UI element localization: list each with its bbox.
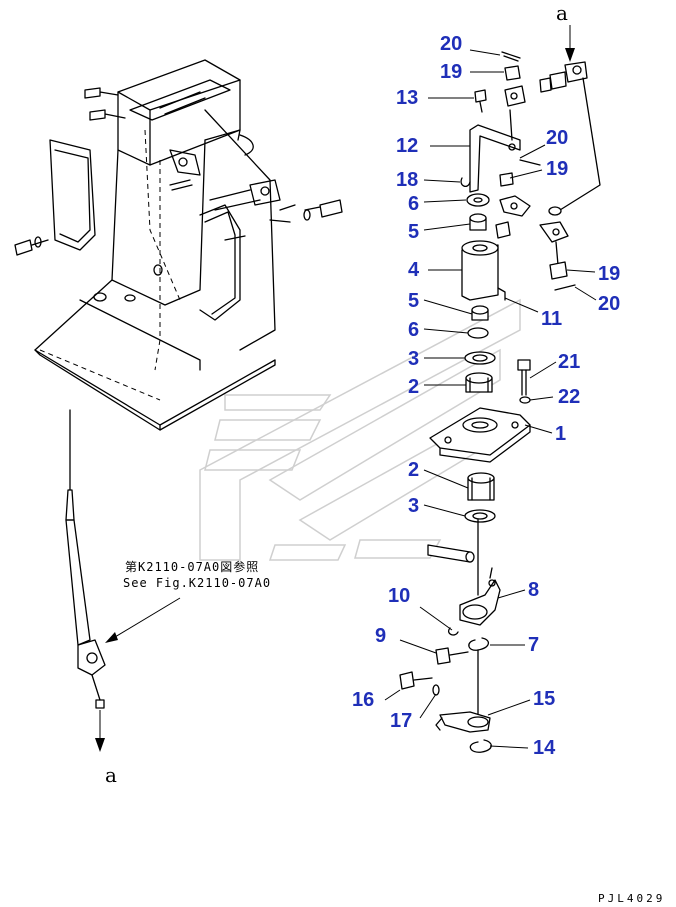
callout-2-upper: 2 [408, 376, 419, 398]
callout-8: 8 [528, 579, 539, 601]
callout-12: 12 [396, 135, 418, 157]
callout-11: 11 [541, 308, 562, 330]
callout-20-top: 20 [440, 33, 462, 55]
callout-1: 1 [555, 423, 566, 445]
callout-20-mid: 20 [546, 127, 568, 149]
callout-2-lower: 2 [408, 459, 419, 481]
callout-9: 9 [375, 625, 386, 647]
callout-4: 4 [408, 259, 420, 281]
callout-10: 10 [388, 585, 410, 607]
callout-3-upper: 3 [408, 348, 419, 370]
reference-note-jp: 第K2110-07A0図参照 [125, 559, 259, 574]
callout-19-right: 19 [598, 263, 620, 285]
callout-18: 18 [396, 169, 418, 191]
callout-5-upper: 5 [408, 221, 419, 243]
callout-labels: 20 19 13 12 20 19 18 6 5 4 19 20 5 11 6 … [352, 33, 620, 759]
callout-15: 15 [533, 688, 555, 710]
callout-19-top: 19 [440, 61, 462, 83]
exploded-parts: a [384, 1, 601, 753]
callout-14: 14 [533, 737, 556, 759]
callout-22: 22 [558, 386, 580, 408]
callout-6-lower: 6 [408, 319, 419, 341]
callout-6-upper: 6 [408, 193, 419, 215]
callout-16: 16 [352, 689, 374, 711]
console-stand [14, 59, 343, 709]
callout-17: 17 [390, 710, 412, 732]
callout-13: 13 [396, 87, 418, 109]
reference-note: 第K2110-07A0図参照 See Fig.K2110-07A0 [105, 559, 271, 643]
callout-5-lower: 5 [408, 290, 419, 312]
arrow-a-left: a [95, 710, 117, 787]
callout-7: 7 [528, 634, 539, 656]
arrow-label-left: a [105, 763, 117, 787]
reference-note-en: See Fig.K2110-07A0 [123, 576, 271, 590]
callout-19-mid: 19 [546, 158, 568, 180]
figure-id: PJL4029 [598, 892, 665, 905]
arrow-label-top: a [556, 1, 568, 25]
callout-20-right: 20 [598, 293, 620, 315]
callout-3-lower: 3 [408, 495, 419, 517]
callout-21: 21 [558, 351, 580, 373]
